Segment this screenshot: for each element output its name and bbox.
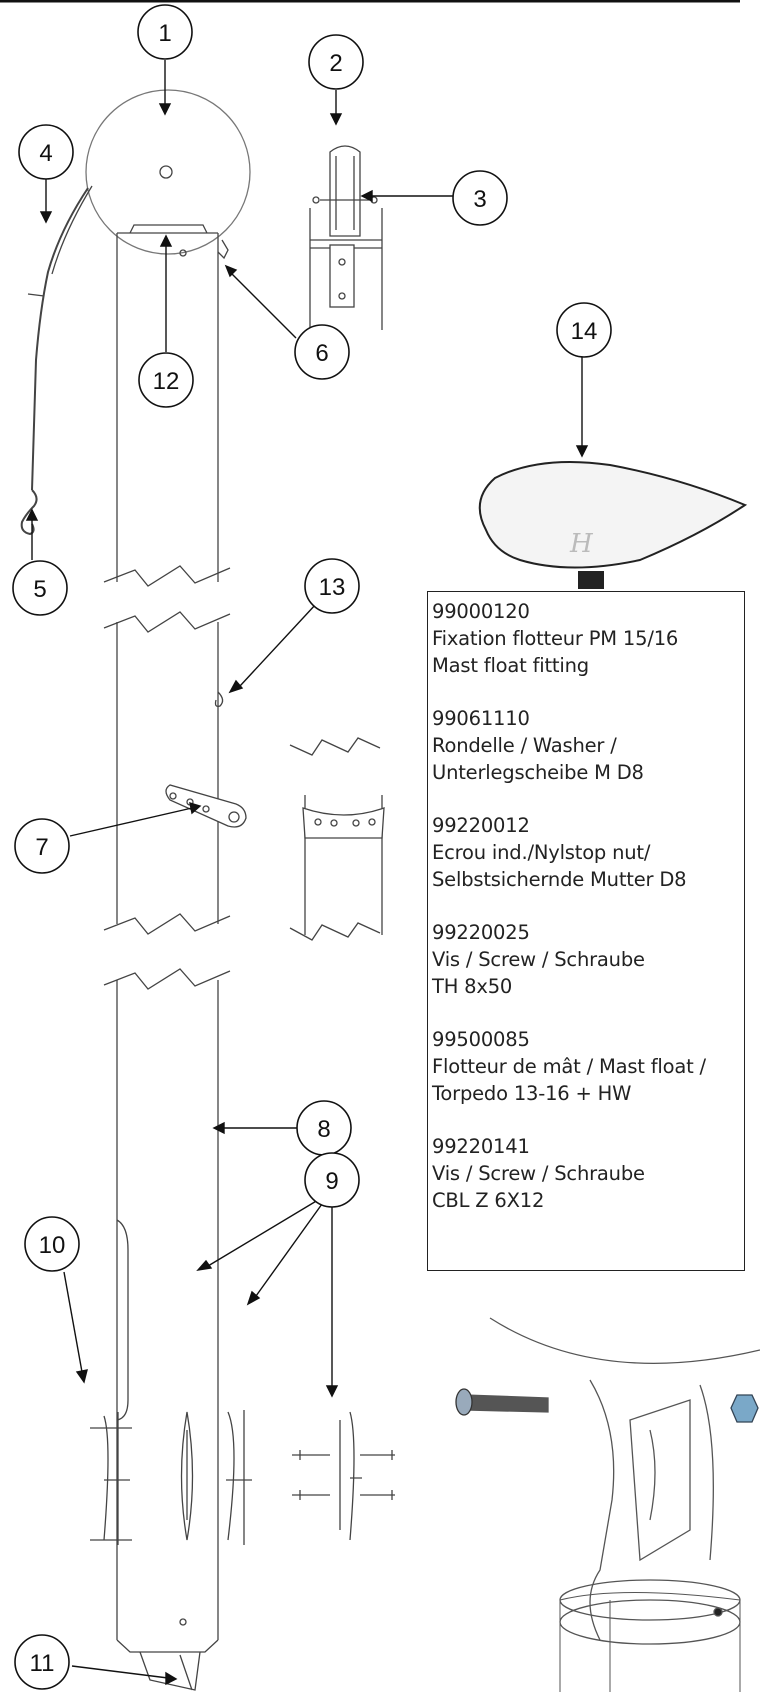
svg-text:12: 12 bbox=[153, 368, 180, 395]
break-line-1 bbox=[103, 565, 231, 587]
cleat-9b bbox=[226, 1410, 252, 1545]
part-ref: 99220141 bbox=[432, 1135, 530, 1158]
part-desc-line: Vis / Screw / Schraube bbox=[432, 1162, 645, 1185]
fitting-bolt bbox=[465, 1394, 549, 1413]
svg-text:11: 11 bbox=[30, 1650, 55, 1677]
float-stem bbox=[578, 571, 604, 589]
callout-5: 5 bbox=[12, 560, 68, 616]
fitting-float-edge bbox=[489, 1317, 760, 1365]
s-hook bbox=[20, 489, 38, 536]
part-desc-line: Rondelle / Washer / bbox=[432, 734, 617, 757]
svg-text:10: 10 bbox=[39, 1232, 66, 1259]
cleat-10 bbox=[90, 1412, 132, 1545]
float-brand-mark: H bbox=[569, 529, 594, 559]
mast-tube-upper bbox=[116, 233, 219, 582]
cleat-9c bbox=[292, 1411, 395, 1541]
mast-tube-middle bbox=[116, 622, 219, 924]
fitting-bracket bbox=[589, 1379, 714, 1641]
rope bbox=[31, 187, 89, 491]
callout-2: 2 bbox=[308, 34, 364, 90]
callout-9: 9 bbox=[304, 1152, 360, 1208]
callout-6: 6 bbox=[294, 324, 350, 380]
callout-11: 11 bbox=[14, 1634, 70, 1690]
callout-13: 13 bbox=[304, 558, 360, 614]
svg-text:8: 8 bbox=[317, 1116, 330, 1143]
part-entry: 99061110 Rondelle / Washer / Unterlegsch… bbox=[432, 705, 740, 786]
float-body bbox=[478, 461, 748, 569]
mast-head-ball bbox=[85, 89, 251, 255]
part-desc-line: Selbstsichernde Mutter D8 bbox=[432, 868, 687, 891]
svg-text:4: 4 bbox=[39, 140, 52, 167]
part-desc-line: Fixation flotteur PM 15/16 bbox=[432, 627, 679, 650]
part-desc-line: Mast float fitting bbox=[432, 654, 589, 677]
break-line-2 bbox=[103, 611, 231, 633]
svg-text:9: 9 bbox=[325, 1168, 338, 1195]
cleat-9a bbox=[180, 1411, 194, 1541]
part-ref: 99220025 bbox=[432, 921, 530, 944]
svg-text:13: 13 bbox=[319, 574, 346, 601]
callout-8: 8 bbox=[296, 1100, 352, 1156]
hook-6 bbox=[217, 239, 229, 260]
part-ref: 99500085 bbox=[432, 1028, 530, 1051]
callout-1: 1 bbox=[137, 4, 193, 60]
callout-12: 12 bbox=[138, 352, 194, 408]
break-line-4 bbox=[103, 968, 231, 990]
part-ref: 99000120 bbox=[432, 600, 530, 623]
leader-lines bbox=[25, 60, 589, 1686]
svg-text:5: 5 bbox=[33, 576, 46, 603]
fitting-nut bbox=[730, 1394, 759, 1423]
svg-text:3: 3 bbox=[473, 186, 486, 213]
part-entry: 99500085 Flotteur de mât / Mast float / … bbox=[432, 1026, 740, 1107]
callout-4: 4 bbox=[18, 124, 74, 180]
part-desc-line: Unterlegscheibe M D8 bbox=[432, 761, 644, 784]
mast-tube-cap bbox=[117, 224, 218, 234]
part-desc-line: TH 8x50 bbox=[432, 975, 513, 998]
mast-base bbox=[139, 1651, 201, 1691]
part-desc-line: Torpedo 13-16 + HW bbox=[432, 1082, 632, 1105]
svg-text:2: 2 bbox=[329, 50, 342, 77]
callout-3: 3 bbox=[452, 170, 508, 226]
sheave-block bbox=[329, 145, 361, 237]
svg-text:7: 7 bbox=[35, 834, 48, 861]
parts-list: 99000120 Fixation flotteur PM 15/16 Mast… bbox=[427, 591, 745, 1271]
fitting-detail bbox=[455, 1317, 760, 1692]
detail-strap bbox=[302, 807, 385, 839]
part-entry: 99000120 Fixation flotteur PM 15/16 Mast… bbox=[432, 598, 740, 679]
svg-text:14: 14 bbox=[571, 318, 598, 345]
part-desc-line: Ecrou ind./Nylstop nut/ bbox=[432, 841, 651, 864]
svg-text:1: 1 bbox=[158, 20, 171, 47]
callout-7: 7 bbox=[14, 818, 70, 874]
part-entry: 99220012 Ecrou ind./Nylstop nut/ Selbsts… bbox=[432, 812, 740, 893]
callout-14: 14 bbox=[556, 302, 612, 358]
fitting-tube bbox=[559, 1592, 741, 1692]
part-desc-line: Vis / Screw / Schraube bbox=[432, 948, 645, 971]
mast-head-hole bbox=[159, 165, 173, 179]
part-ref: 99220012 bbox=[432, 814, 530, 837]
mast-drawing bbox=[20, 89, 395, 1691]
part-desc-line: Flotteur de mât / Mast float / bbox=[432, 1055, 706, 1078]
part-desc-line: CBL Z 6X12 bbox=[432, 1189, 545, 1212]
svg-text:6: 6 bbox=[315, 340, 328, 367]
part-ref: 99061110 bbox=[432, 707, 530, 730]
hook-13 bbox=[214, 691, 224, 708]
callout-10: 10 bbox=[24, 1216, 80, 1272]
mast-tube-lower bbox=[116, 980, 219, 1653]
part-entry: 99220141 Vis / Screw / Schraube CBL Z 6X… bbox=[432, 1133, 740, 1214]
mast-float: H bbox=[478, 461, 748, 589]
break-line-3 bbox=[103, 913, 231, 935]
part-entry: 99220025 Vis / Screw / Schraube TH 8x50 bbox=[432, 919, 740, 1000]
